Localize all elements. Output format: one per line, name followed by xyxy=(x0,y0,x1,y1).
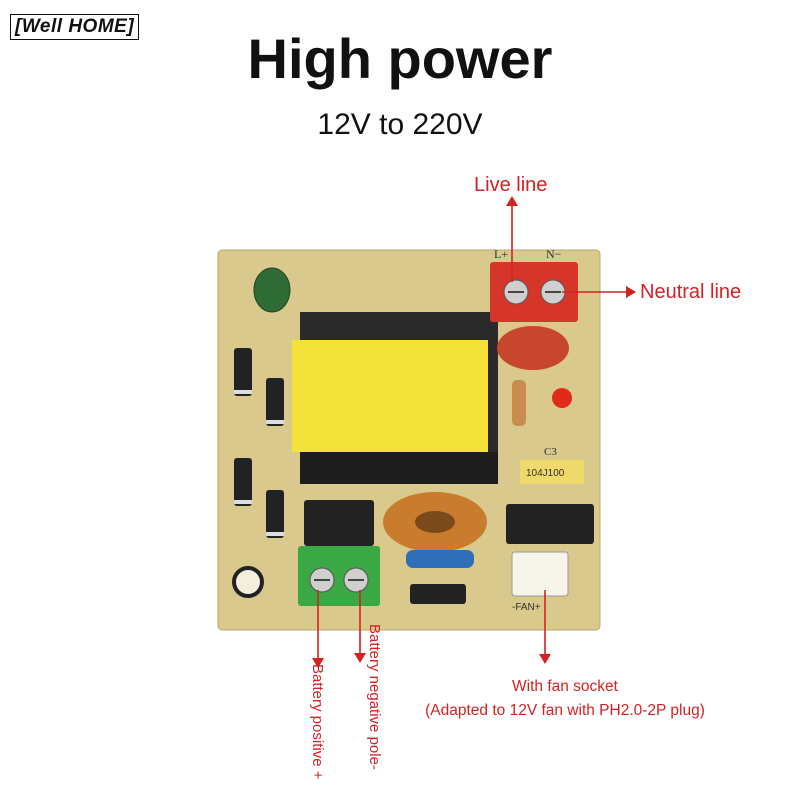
battery-negative-label: Battery negative pole- xyxy=(366,624,383,770)
silk-l-plus: L+ xyxy=(494,247,508,261)
capacitor-104j100 xyxy=(520,460,584,484)
resistor-blue xyxy=(406,550,474,568)
mounting-hole xyxy=(232,566,264,598)
diode-bottom xyxy=(410,584,466,604)
mosfet-right xyxy=(506,504,594,544)
fan-socket-note: (Adapted to 12V fan with PH2.0-2P plug) xyxy=(425,702,705,719)
brand-logo: [Well HOME] xyxy=(10,14,140,40)
led xyxy=(552,388,572,408)
silk-n-minus: N− xyxy=(546,247,562,261)
battery-positive-label: Battery positive + xyxy=(309,664,326,780)
disc-capacitor xyxy=(253,267,291,313)
fan-socket-label: With fan socket xyxy=(512,678,618,695)
live-line-label: Live line xyxy=(474,174,548,196)
film-capacitor xyxy=(497,326,569,370)
page-title: High power xyxy=(247,27,553,90)
toroid-inductor xyxy=(383,492,487,552)
input-terminal-block xyxy=(298,546,380,606)
silk-c3: C3 xyxy=(544,446,557,458)
neutral-line-label: Neutral line xyxy=(640,281,742,303)
page-subtitle: 12V to 220V xyxy=(317,108,483,141)
silk-fan: -FAN+ xyxy=(512,602,541,613)
resistor-vertical xyxy=(512,380,526,426)
callout-arrows xyxy=(312,196,636,668)
transformer xyxy=(292,312,498,484)
mosfet-left xyxy=(304,500,374,546)
fan-socket xyxy=(511,551,569,597)
silk-cap-code: 104J100 xyxy=(526,468,565,479)
diode-group-left xyxy=(234,348,284,538)
